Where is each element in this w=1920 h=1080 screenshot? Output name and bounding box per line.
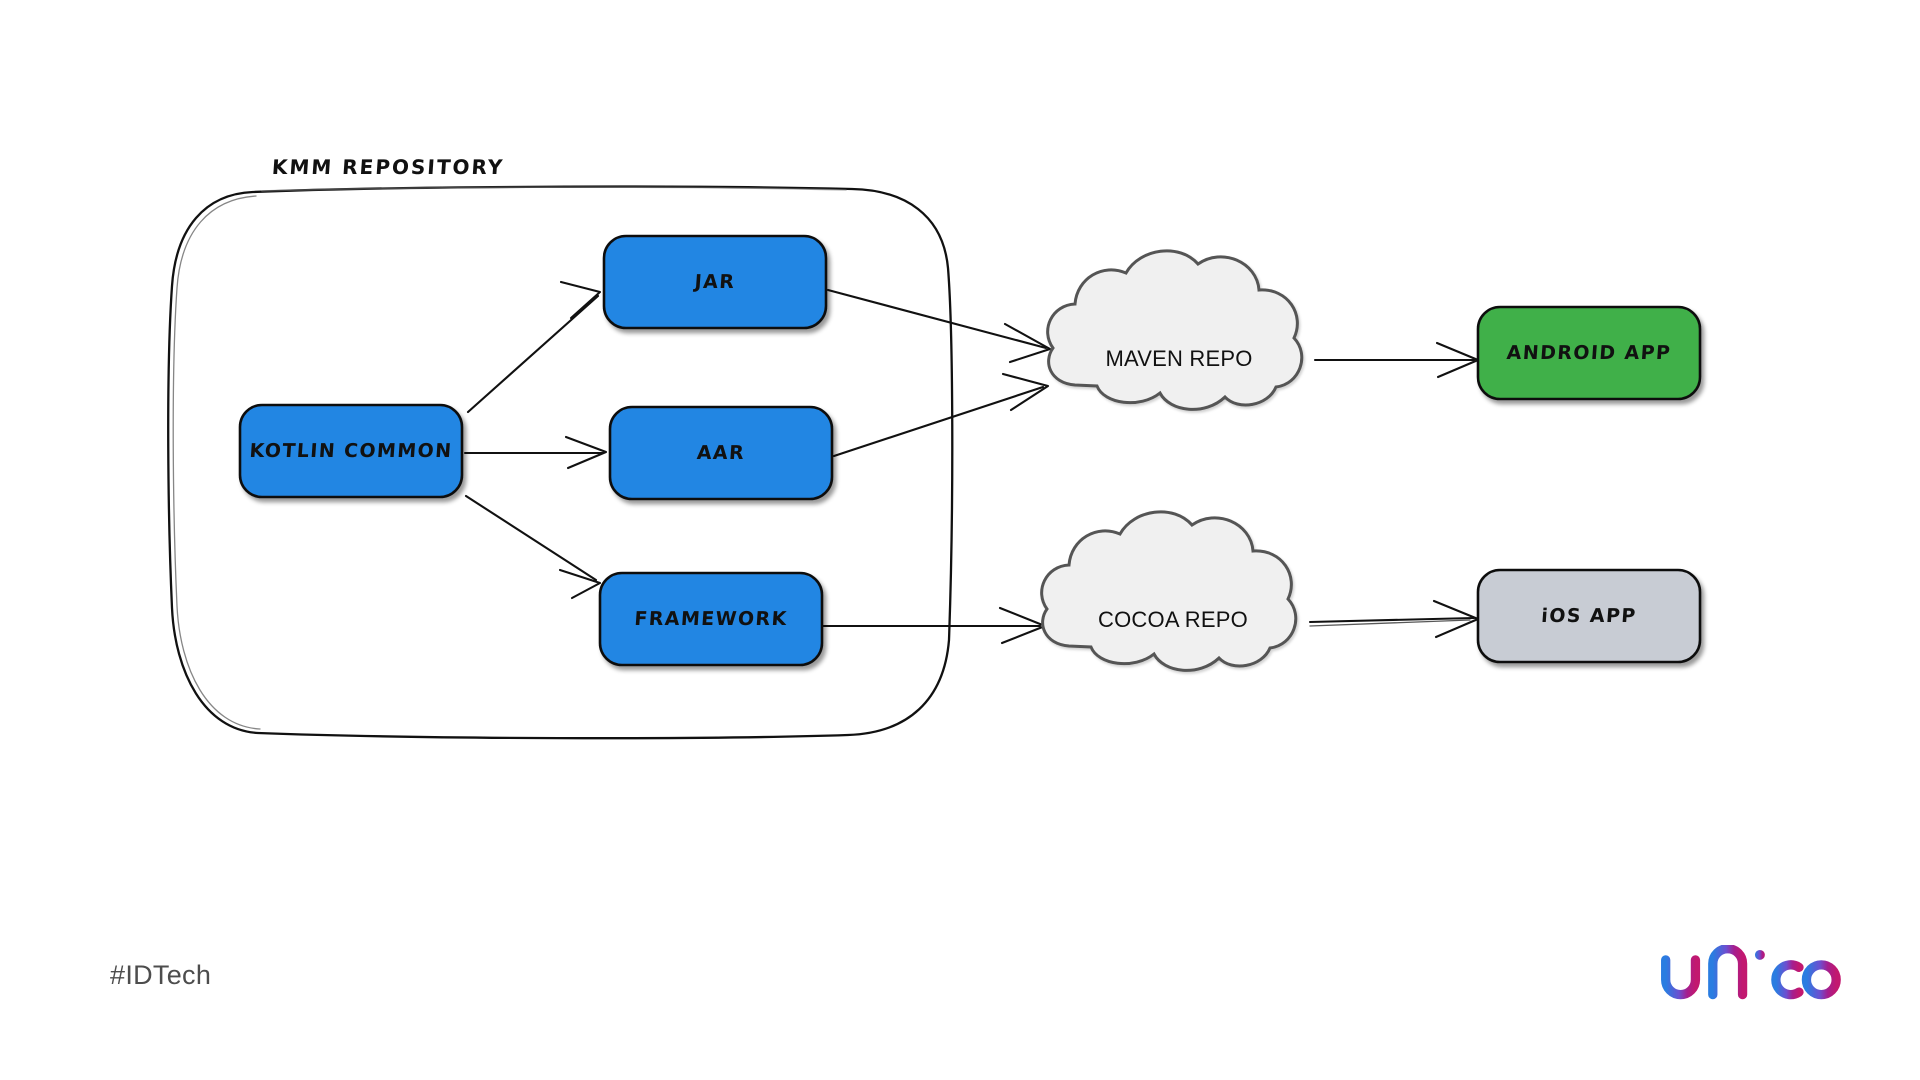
node-label-ios-app: iOS APP [1540,605,1638,627]
edge-framework-to-cocoa-repo [820,606,1047,645]
node-cocoa-repo[interactable] [1040,510,1298,672]
edge-kotlin-common-to-framework [464,494,602,600]
edge-maven-repo-to-android-app [1313,341,1480,379]
kmm-repository-container [167,185,954,740]
node-label-android-app: ANDROID APP [1505,342,1673,364]
node-label-cocoa-repo: COCOA REPO [1098,607,1248,632]
edge-cocoa-repo-to-ios-app [1308,599,1480,639]
hashtag-label: #IDTech [110,960,212,990]
edge-kotlin-common-to-jar [466,280,602,414]
node-kotlin-common[interactable] [238,403,464,499]
node-aar[interactable] [608,405,834,501]
edges-layer [463,280,1480,645]
edge-kotlin-common-to-aar [463,435,608,470]
edge-jar-to-maven-repo [826,288,1052,364]
node-label-aar: AAR [696,442,746,464]
node-label-kotlin-common: KOTLIN COMMON [248,440,454,462]
unico-logo [1661,945,1841,1000]
kmm-repository-label: KMM REPOSITORY [271,155,506,179]
node-ios-app[interactable] [1476,568,1702,664]
node-label-framework: FRAMEWORK [633,608,789,630]
node-android-app[interactable] [1476,305,1702,401]
node-maven-repo[interactable] [1046,249,1304,411]
node-jar[interactable] [602,234,828,330]
edge-aar-to-maven-repo [832,372,1050,458]
node-framework[interactable] [598,571,824,667]
node-label-jar: JAR [693,271,737,293]
node-label-maven-repo: MAVEN REPO [1105,346,1253,371]
